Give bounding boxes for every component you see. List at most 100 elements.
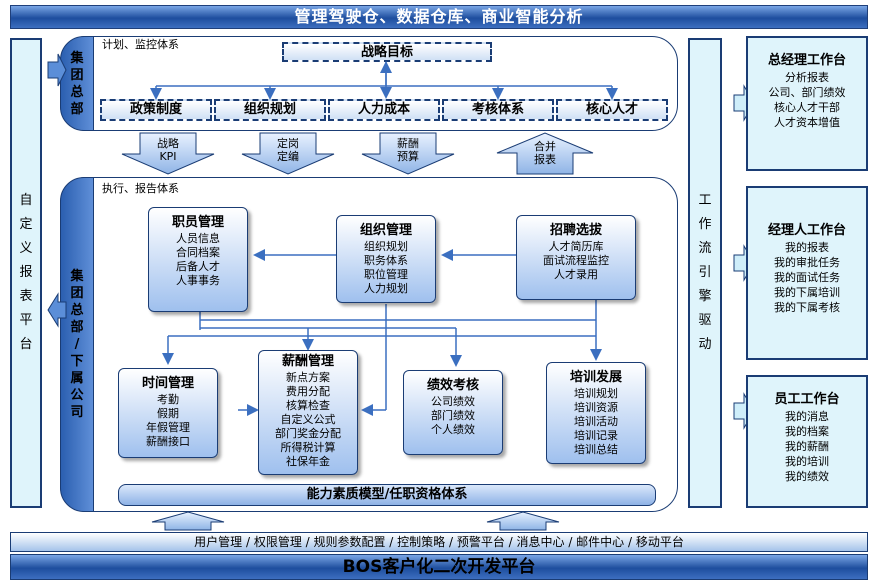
card-line: 人才录用 <box>554 268 598 281</box>
core-talent-box: 核心人才 <box>556 99 668 121</box>
policy-box: 政策制度 <box>100 99 212 121</box>
card-line: 考勤 <box>157 393 179 406</box>
consolidated-report-arrow-label: 合并 报表 <box>530 140 560 166</box>
bos-platform-bar: BOS客户化二次开发平台 <box>10 554 868 580</box>
plan-monitor-caption: 计划、监控体系 <box>102 38 179 51</box>
vertical-char: 自 <box>19 193 33 208</box>
org-management-card: 组织管理 组织规划 职务体系 职位管理 人力规划 <box>336 215 436 303</box>
arrow-label-line: KPI <box>159 150 177 163</box>
vertical-char: 动 <box>698 337 712 352</box>
arrow-label-line: 定岗 <box>277 137 299 150</box>
card-line: 年假管理 <box>146 421 190 434</box>
workstation-title: 员工工作台 <box>774 392 840 407</box>
card-line: 个人绩效 <box>431 423 475 436</box>
arrow-label-line: 薪酬 <box>397 137 419 150</box>
vertical-char: 作 <box>698 217 712 232</box>
card-line: 面试流程监控 <box>543 254 609 267</box>
card-line: 人事事务 <box>176 274 220 287</box>
salary-management-card: 薪酬管理 新点方案 费用分配 核算检查 自定义公式 部门奖金分配 所得税计算 社… <box>258 350 358 475</box>
assessment-system-box: 考核体系 <box>442 99 554 121</box>
tab-char: 集 <box>70 269 84 284</box>
employee-management-card: 职员管理 人员信息 合同档案 后备人才 人事事务 <box>148 207 248 312</box>
card-title: 绩效考核 <box>426 378 479 393</box>
card-line: 公司绩效 <box>431 395 475 408</box>
card-line: 职位管理 <box>364 268 408 281</box>
workstation-line: 我的下属考核 <box>774 301 840 314</box>
workstation-line: 人才资本增值 <box>774 116 840 129</box>
tab-char: / <box>74 337 80 352</box>
vertical-char: 义 <box>19 241 33 256</box>
card-line: 部门绩效 <box>431 409 475 422</box>
card-line: 假期 <box>157 407 179 420</box>
card-line: 新点方案 <box>286 371 330 384</box>
vertical-char: 定 <box>19 217 33 232</box>
arrow-label-line: 预算 <box>397 150 419 163</box>
card-title: 时间管理 <box>141 376 194 391</box>
workstation-line: 我的审批任务 <box>774 256 840 269</box>
vertical-char: 报 <box>19 265 33 280</box>
workstation-line: 我的下属培训 <box>774 286 840 299</box>
arrow-label-line: 报表 <box>534 153 556 166</box>
workstation-line: 我的面试任务 <box>774 271 840 284</box>
workstation-line: 我的报表 <box>785 241 829 254</box>
tab-char: 集 <box>70 50 84 66</box>
card-line: 培训规划 <box>574 387 618 400</box>
workstation-line: 我的绩效 <box>785 470 829 483</box>
org-planning-box: 组织规划 <box>214 99 326 121</box>
recruitment-card: 招聘选拔 人才简历库 面试流程监控 人才录用 <box>516 215 636 300</box>
employee-workstation: 员工工作台 我的消息 我的档案 我的薪酬 我的培训 我的绩效 <box>746 375 868 508</box>
performance-card: 绩效考核 公司绩效 部门绩效 个人绩效 <box>403 370 503 455</box>
workstation-line: 核心人才干部 <box>774 101 840 114</box>
execution-report-caption: 执行、报告体系 <box>102 182 179 195</box>
card-line: 社保年金 <box>286 455 330 468</box>
vertical-char: 驱 <box>698 313 712 328</box>
workstation-line: 我的薪酬 <box>785 440 829 453</box>
card-line: 培训资源 <box>574 401 618 414</box>
vertical-char: 台 <box>19 337 33 352</box>
vertical-char: 工 <box>698 193 712 208</box>
header-title: 管理驾驶仓、数据仓库、商业智能分析 <box>10 5 868 29</box>
salary-budget-arrow-label: 薪酬 预算 <box>393 137 423 163</box>
card-line: 人员信息 <box>176 232 220 245</box>
card-line: 自定义公式 <box>280 413 336 426</box>
workstation-title: 总经理工作台 <box>767 53 846 68</box>
card-title: 培训发展 <box>569 370 622 385</box>
manager-workstation: 经理人工作台 我的报表 我的审批任务 我的面试任务 我的下属培训 我的下属考核 <box>746 186 868 360</box>
vertical-char: 表 <box>19 289 33 304</box>
card-line: 后备人才 <box>176 260 220 273</box>
training-card: 培训发展 培训规划 培训资源 培训活动 培训记录 培训总结 <box>546 362 646 464</box>
vertical-char: 擎 <box>698 289 712 304</box>
card-line: 所得税计算 <box>280 441 336 454</box>
card-title: 组织管理 <box>359 223 412 238</box>
workstation-line: 我的培训 <box>785 455 829 468</box>
time-management-card: 时间管理 考勤 假期 年假管理 薪酬接口 <box>118 368 218 458</box>
card-line: 费用分配 <box>286 385 330 398</box>
custom-report-platform-panel: 自 定 义 报 表 平 台 <box>10 38 42 508</box>
tab-char: 下 <box>70 354 84 369</box>
gm-workstation: 总经理工作台 分析报表 公司、部门绩效 核心人才干部 人才资本增值 <box>746 36 868 171</box>
group-subsidiary-tab: 集 团 总 部 / 下 属 公 司 <box>60 177 94 512</box>
card-line: 核算检查 <box>286 399 330 412</box>
tab-char: 司 <box>70 405 84 420</box>
card-line: 人力规划 <box>364 282 408 295</box>
arrow-label-line: 战略 <box>157 137 179 150</box>
card-line: 人才简历库 <box>548 240 604 253</box>
workstation-line: 我的档案 <box>785 425 829 438</box>
tab-char: 公 <box>70 388 84 403</box>
card-line: 培训记录 <box>574 429 618 442</box>
tab-char: 部 <box>70 320 84 335</box>
workstation-line: 我的消息 <box>785 410 829 423</box>
vertical-char: 流 <box>698 241 712 256</box>
platform-services-bar: 用户管理 / 权限管理 / 规则参数配置 / 控制策略 / 预警平台 / 消息中… <box>10 532 868 552</box>
tab-char: 总 <box>70 303 84 318</box>
tab-char: 团 <box>70 286 84 301</box>
workstation-line: 分析报表 <box>785 71 829 84</box>
card-line: 合同档案 <box>176 246 220 259</box>
tab-char: 团 <box>70 67 84 83</box>
card-line: 培训活动 <box>574 415 618 428</box>
card-line: 薪酬接口 <box>146 435 190 448</box>
workstation-title: 经理人工作台 <box>767 223 846 238</box>
vertical-char: 引 <box>698 265 712 280</box>
arrow-label-line: 合并 <box>534 140 556 153</box>
strategic-goal-box: 战略目标 <box>282 42 492 62</box>
